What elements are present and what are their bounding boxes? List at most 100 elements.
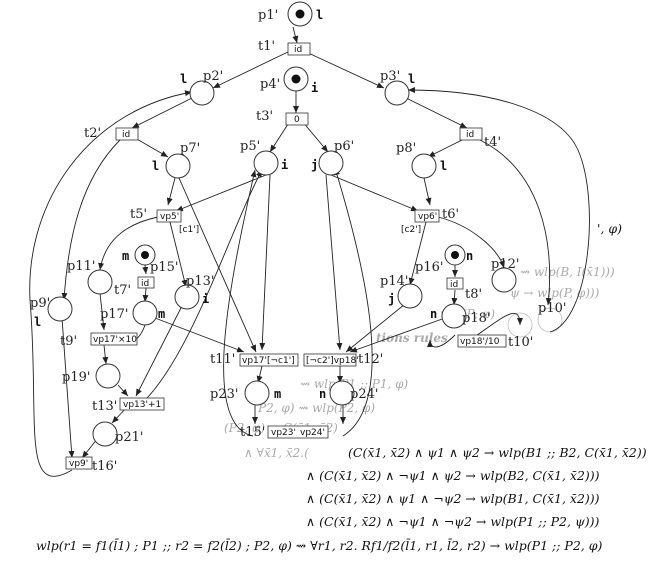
svg-text:p4': p4' — [260, 77, 280, 92]
svg-text:t10': t10' — [508, 335, 533, 350]
svg-text:t9': t9' — [60, 334, 77, 349]
svg-text:n: n — [319, 387, 326, 401]
place-p10: p10' — [538, 301, 566, 316]
transition-t8: id t8' — [446, 277, 482, 302]
svg-text:i: i — [311, 81, 318, 95]
places: p1' l p2' l p3' l p4' i p5' i p6' j — [30, 1, 566, 447]
place-p8: p8' l — [396, 141, 447, 179]
place-p2: p2' l — [180, 69, 223, 106]
transition-t15: vp23' vp24' t15' — [240, 425, 329, 440]
svg-text:t13': t13' — [92, 399, 117, 414]
svg-text:p7': p7' — [180, 141, 200, 156]
transition-t10: vp18'/10 t10' — [457, 334, 533, 350]
place-p4: p4' i — [260, 66, 318, 95]
place-p5: p5' i — [240, 139, 288, 176]
formula-fragment: ', φ) — [597, 221, 622, 236]
svg-text:i: i — [281, 158, 288, 172]
transition-t11: vp17'[¬c1'] t11' — [210, 352, 299, 367]
svg-text:id: id — [450, 280, 458, 290]
svg-text:m: m — [158, 307, 165, 321]
place-p6: p6' j — [311, 139, 354, 176]
transition-t7: id t7' — [114, 276, 155, 298]
svg-text:p16': p16' — [415, 260, 443, 275]
place-p17: p17' m — [100, 300, 165, 326]
svg-text:p12': p12' — [491, 257, 519, 272]
svg-text:l: l — [180, 72, 187, 86]
svg-text:t8': t8' — [465, 287, 482, 302]
svg-text:[¬c2']vp18': [¬c2']vp18' — [306, 356, 359, 366]
svg-text:p11': p11' — [67, 259, 95, 274]
place-p13: p13' i — [174, 274, 214, 310]
svg-text:p2': p2' — [203, 69, 223, 84]
svg-text:t3': t3' — [256, 109, 273, 124]
formula-line: wlp(r1 = f1(l̄1) ; P1 ;; r2 = f2(l̄2) ; … — [36, 537, 602, 553]
formula-line: (C(x̄1, x̄2) ∧ ψ1 ∧ ψ2 → wlp(B1 ;; B2, C… — [348, 445, 647, 460]
place-p19: p19' — [62, 363, 121, 389]
formula-fragment: ψ → wlp(P, φ))) — [510, 286, 600, 300]
svg-text:p8': p8' — [396, 141, 416, 156]
svg-text:p9': p9' — [30, 296, 50, 311]
svg-text:vp17'×10: vp17'×10 — [93, 335, 137, 345]
place-p9: p9' l — [30, 296, 73, 329]
transition-t3: 0 t3' — [256, 109, 309, 126]
transition-t2: id t2' — [84, 126, 139, 141]
place-p7: p7' l — [152, 141, 200, 179]
svg-text:l: l — [440, 159, 447, 173]
transition-t5: vp5' t5' [c1'] — [130, 207, 199, 235]
place-p14: p14' j — [380, 274, 423, 309]
place-p1: p1' l — [258, 1, 323, 27]
svg-text:j: j — [388, 292, 395, 306]
svg-text:vp5': vp5' — [160, 212, 179, 222]
svg-text:p1': p1' — [258, 8, 278, 23]
background-formulas: ', φ) ⇝ wlp(B, I(x̄1))) ψ → wlp(P, φ))) … — [36, 221, 647, 553]
svg-text:p19': p19' — [62, 370, 90, 385]
formula-line: ∧ (C(x̄1, x̄2) ∧ ¬ψ1 ∧ ¬ψ2 → wlp(P1 ;; P… — [306, 514, 600, 529]
formula-fragment: ⇝ wlp(B, I(x̄1))) — [520, 265, 615, 279]
svg-text:vp18'/10: vp18'/10 — [460, 337, 500, 347]
svg-text:id: id — [466, 130, 474, 140]
place-p11: p11' — [67, 259, 113, 295]
svg-text:t6': t6' — [442, 207, 459, 222]
svg-text:t11': t11' — [210, 352, 235, 367]
svg-text:l: l — [34, 315, 41, 329]
arcs — [29, 26, 590, 477]
svg-text:t2': t2' — [84, 126, 101, 141]
svg-text:t1': t1' — [258, 39, 275, 54]
transition-t9: vp17'×10 t9' — [60, 332, 138, 349]
svg-text:p6': p6' — [334, 139, 354, 154]
svg-text:vp23': vp23' — [271, 428, 296, 438]
transition-t4: id t4' — [459, 127, 501, 150]
transition-t6: vp6' t6' [c2'] — [401, 207, 459, 235]
svg-text:m: m — [274, 387, 281, 401]
svg-text:j: j — [311, 158, 318, 172]
svg-text:p5': p5' — [240, 139, 260, 154]
svg-text:p14': p14' — [380, 274, 408, 289]
svg-text:id: id — [294, 45, 302, 55]
svg-text:l: l — [408, 72, 415, 86]
svg-text:n: n — [466, 249, 473, 263]
svg-text:0: 0 — [294, 115, 300, 125]
svg-text:t4': t4' — [484, 135, 501, 150]
transition-t1: id t1' — [258, 39, 311, 56]
svg-text:p18': p18' — [462, 311, 490, 326]
transition-t12: [¬c2']vp18' t12' — [303, 352, 383, 367]
svg-text:p24': p24' — [350, 387, 378, 402]
svg-text:id: id — [141, 279, 149, 289]
place-p15: p15' m — [122, 244, 178, 275]
svg-text:p10': p10' — [538, 301, 566, 316]
place-p16: p16' n — [415, 244, 473, 275]
place-p23: p23' m — [210, 380, 281, 406]
svg-text:p13': p13' — [186, 274, 214, 289]
svg-text:vp6': vp6' — [418, 212, 437, 222]
svg-text:p15': p15' — [150, 260, 178, 275]
svg-text:p23': p23' — [210, 387, 238, 402]
svg-text:t5': t5' — [130, 207, 147, 222]
formula-fragment: ⇝ wlp(P1 ;; P1, φ) — [300, 377, 409, 391]
place-p18: p18' n — [430, 303, 490, 329]
svg-text:t7': t7' — [114, 283, 131, 298]
transitions: id t1' 0 t3' id t2' id t4' vp5' t5' [c1'… — [60, 39, 533, 474]
svg-text:i: i — [202, 292, 209, 306]
svg-text:vp9': vp9' — [69, 459, 88, 469]
svg-text:m: m — [122, 249, 129, 263]
